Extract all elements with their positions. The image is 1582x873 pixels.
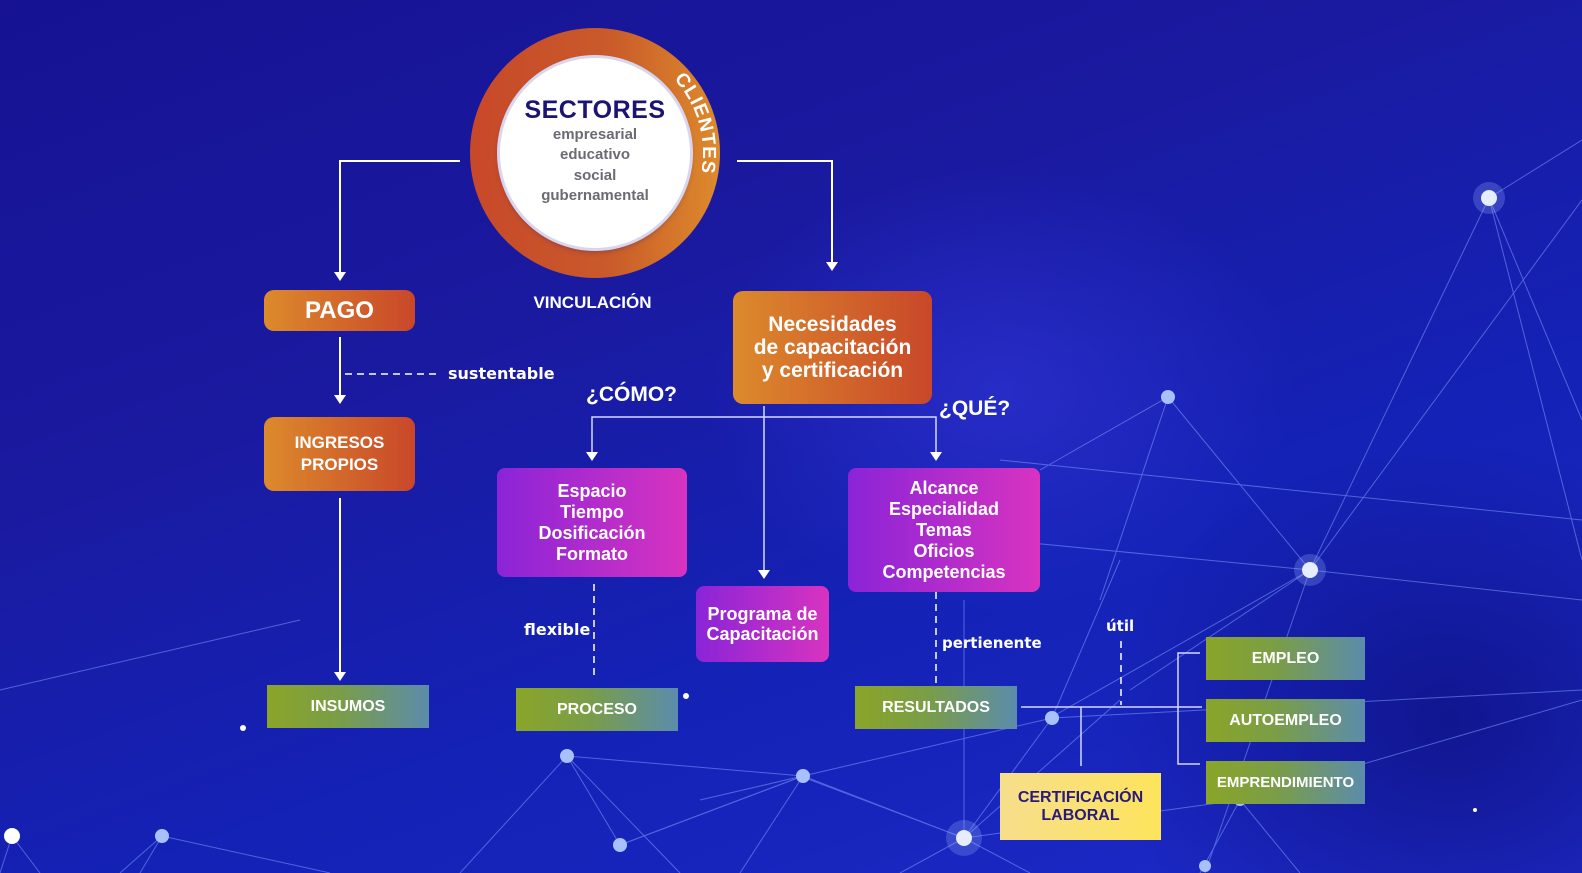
certificacion-laboral-box: CERTIFICACIÓN LABORAL <box>1000 773 1161 840</box>
sector-item: gubernamental <box>541 187 649 204</box>
util-label: útil <box>1106 617 1135 635</box>
insumos-label: INSUMOS <box>310 697 386 715</box>
glow-node <box>1302 562 1318 578</box>
necesidades-line: y certificación <box>761 359 904 382</box>
node <box>1045 711 1059 725</box>
glow-node <box>4 828 20 844</box>
que-item: Temas <box>916 519 972 540</box>
como-item: Dosificación <box>538 522 646 543</box>
pertinente-label: pertienente <box>942 634 1042 652</box>
glow-node <box>1481 190 1497 206</box>
pago-box: PAGO <box>264 290 415 331</box>
como-item: Tiempo <box>560 501 624 522</box>
programa-line: Capacitación <box>706 624 819 644</box>
empleo-label: EMPLEO <box>1251 649 1320 667</box>
star <box>683 693 689 699</box>
node <box>613 838 627 852</box>
como-item: Espacio <box>557 480 627 501</box>
que-label: ¿QUÉ? <box>939 397 1011 420</box>
que-item: Oficios <box>913 540 975 561</box>
node <box>155 829 169 843</box>
necesidades-box: Necesidades de capacitación y certificac… <box>733 291 932 404</box>
como-box: Espacio Tiempo Dosificación Formato <box>497 468 687 577</box>
empleo-box: EMPLEO <box>1206 637 1365 680</box>
emprendimiento-label: EMPRENDIMIENTO <box>1216 774 1355 791</box>
network-nodes <box>4 182 1505 872</box>
programa-line: Programa de <box>707 604 818 624</box>
star <box>240 725 246 731</box>
resultados-label: RESULTADOS <box>882 698 990 716</box>
emprendimiento-box: EMPRENDIMIENTO <box>1206 761 1365 804</box>
flexible-label: flexible <box>524 620 591 639</box>
glow-node <box>956 830 972 846</box>
autoempleo-box: AUTOEMPLEO <box>1206 699 1365 742</box>
que-box: Alcance Especialidad Temas Oficios Compe… <box>848 468 1040 592</box>
node <box>1161 390 1175 404</box>
ingresos-line: PROPIOS <box>300 455 379 474</box>
vinculacion-label: VINCULACIÓN <box>533 293 652 312</box>
pago-label: PAGO <box>305 296 374 324</box>
que-item: Especialidad <box>888 498 1000 519</box>
como-label: ¿CÓMO? <box>586 383 677 406</box>
ingresos-line: INGRESOS <box>294 433 385 452</box>
proceso-box: PROCESO <box>516 688 678 731</box>
node <box>1199 860 1211 872</box>
node <box>560 749 574 763</box>
sectores-circle: SECTORES empresarial educativo social gu… <box>500 58 690 248</box>
sectores-title: SECTORES <box>524 95 666 124</box>
programa-box: Programa de Capacitación <box>696 586 829 662</box>
star <box>1473 808 1477 812</box>
sector-item: educativo <box>559 146 631 163</box>
necesidades-line: Necesidades <box>768 313 897 336</box>
node <box>796 769 810 783</box>
que-item: Alcance <box>909 477 979 498</box>
como-item: Formato <box>556 543 628 564</box>
proceso-label: PROCESO <box>556 700 637 718</box>
insumos-box: INSUMOS <box>267 685 429 728</box>
necesidades-line: de capacitación <box>753 336 912 359</box>
autoempleo-label: AUTOEMPLEO <box>1229 711 1342 729</box>
sustentable-label: sustentable <box>448 364 555 383</box>
ingresos-propios-box: INGRESOS PROPIOS <box>264 417 415 491</box>
certificacion-line: CERTIFICACIÓN <box>1017 788 1144 806</box>
sector-item: social <box>573 166 617 184</box>
sector-item: empresarial <box>552 125 638 143</box>
resultados-box: RESULTADOS <box>855 686 1017 729</box>
que-item: Competencias <box>882 561 1006 582</box>
certificacion-line: LABORAL <box>1041 806 1120 824</box>
